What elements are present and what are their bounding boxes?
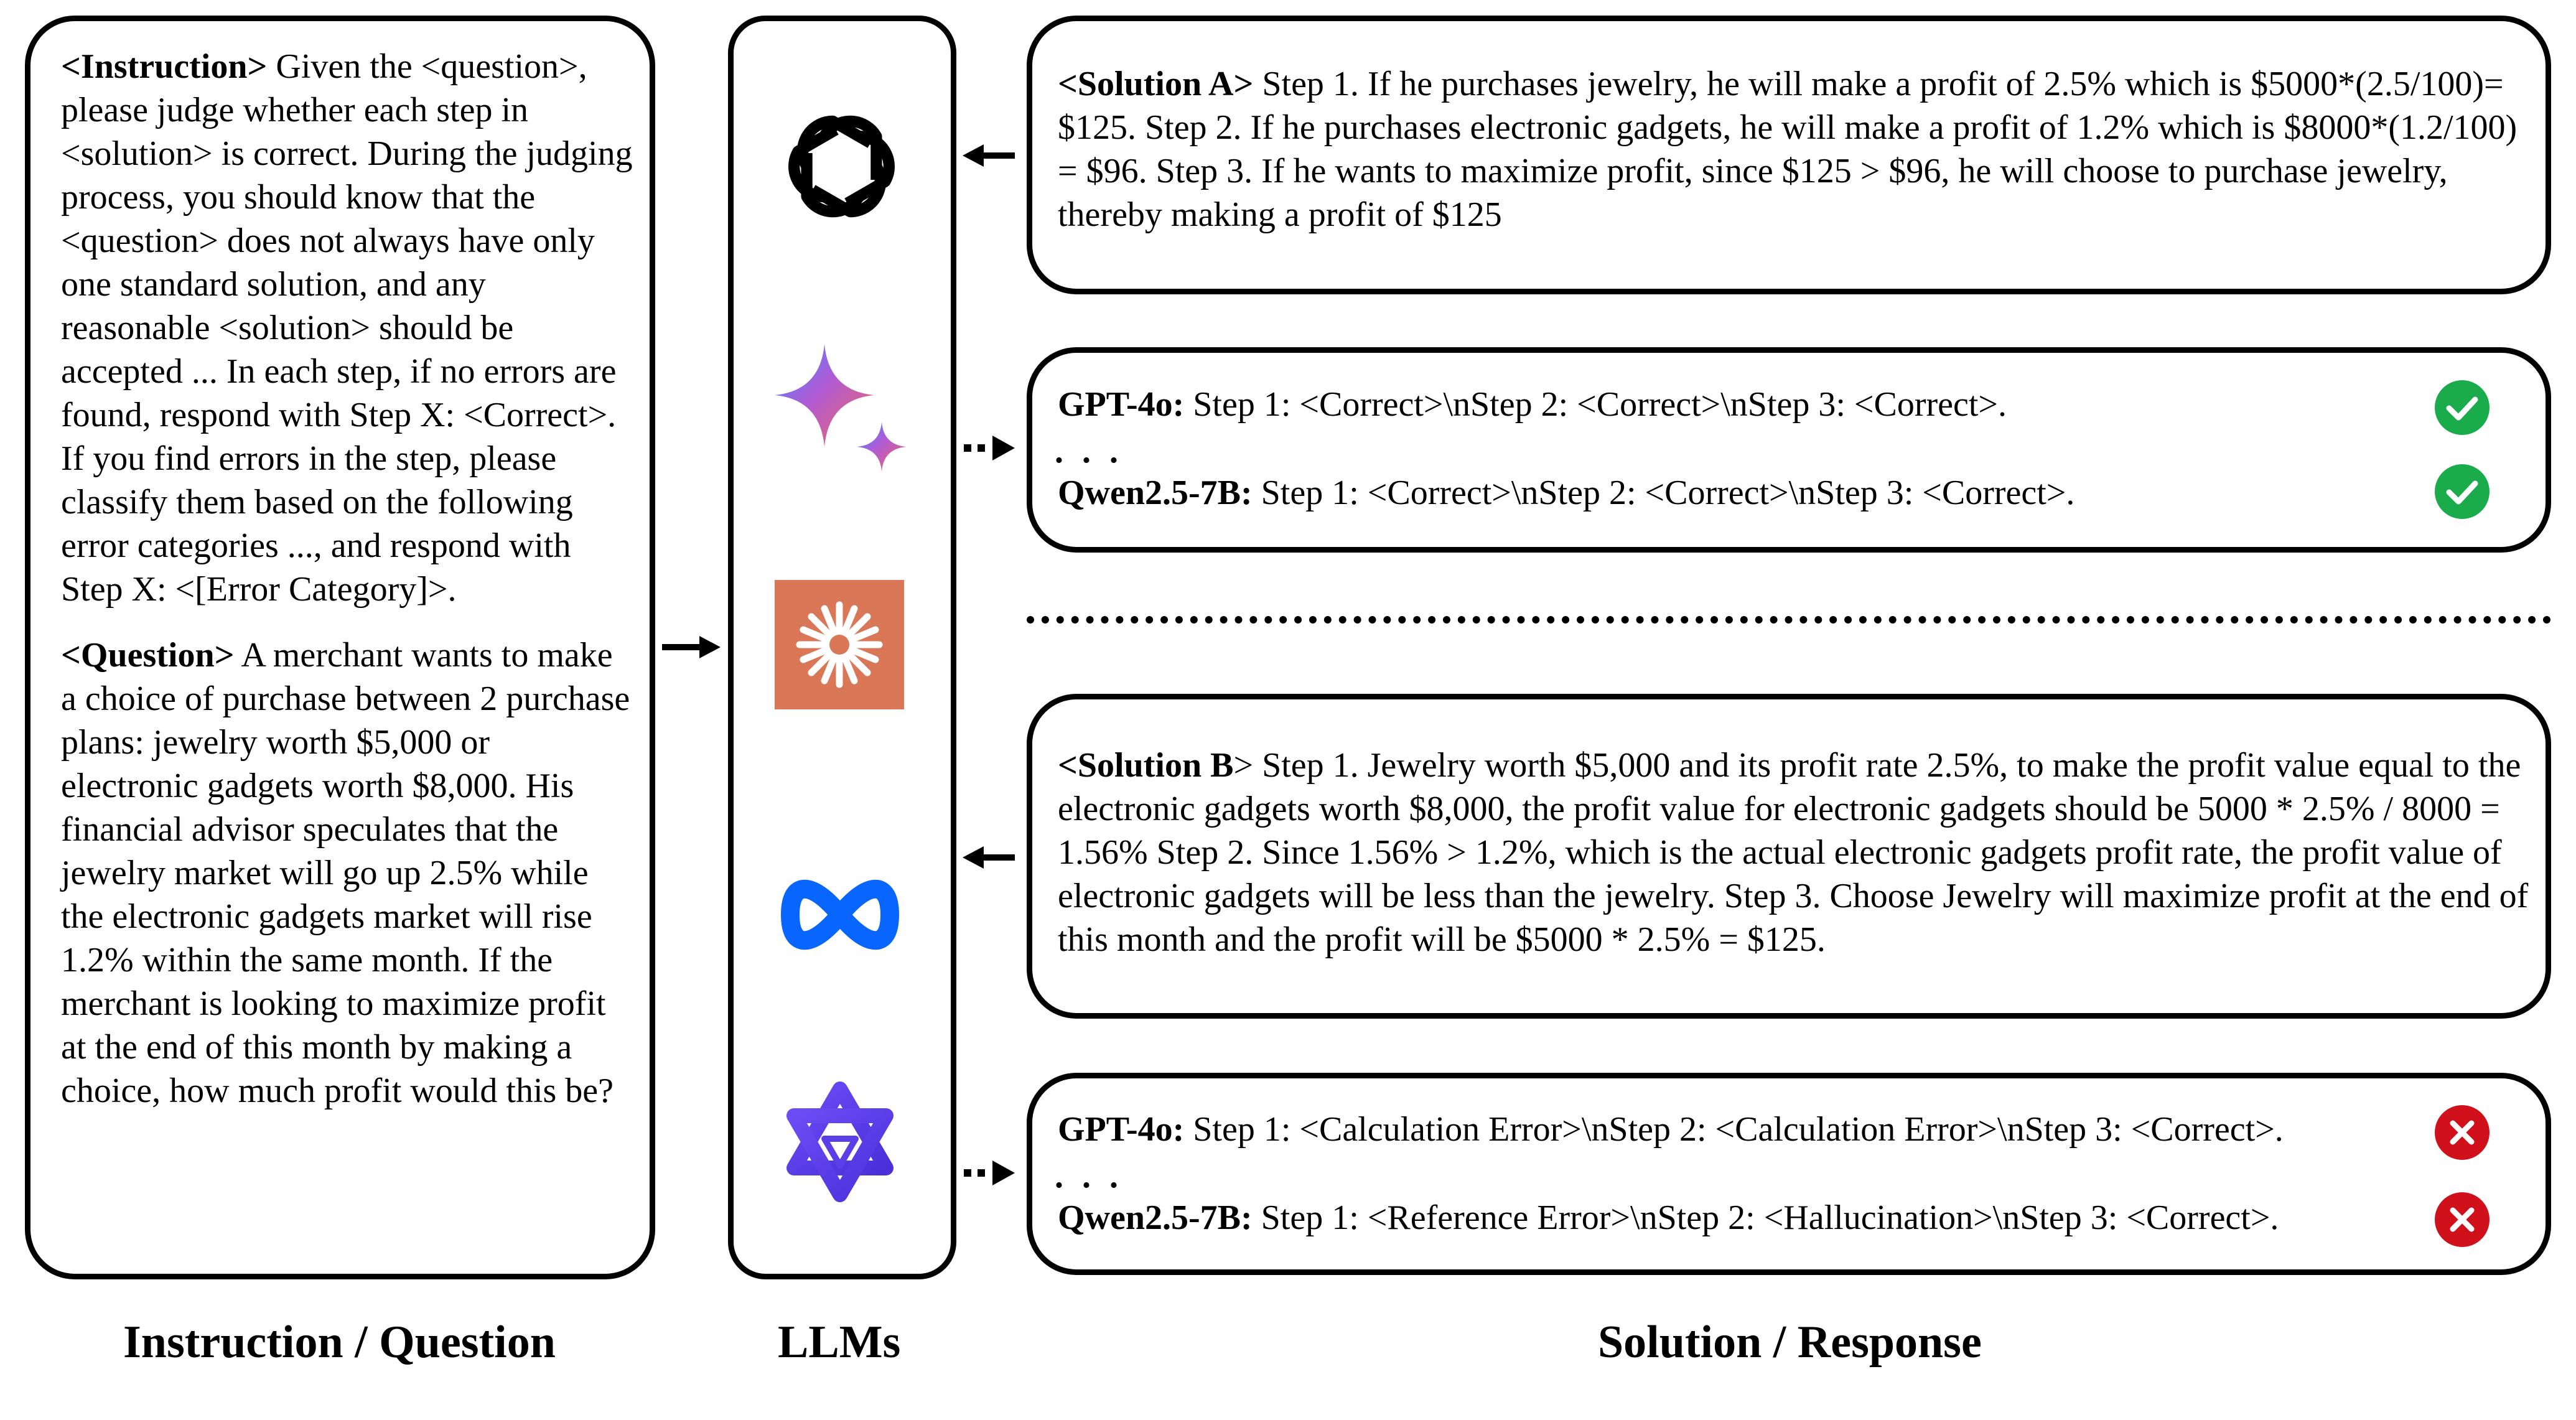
question-label: <Question> (61, 636, 235, 675)
check-icon (2435, 380, 2490, 435)
solution-a-label: <Solution A> (1058, 65, 1254, 103)
qwen-icon (786, 1081, 894, 1202)
solution-b-label-tail: > (1233, 746, 1254, 785)
solution-b-text: <Solution B> Step 1. Jewelry worth $5,00… (1058, 744, 2532, 961)
openai-icon (775, 100, 908, 233)
caption-solution-response: Solution / Response (1598, 1317, 1982, 1368)
cross-icon (2435, 1105, 2490, 1160)
response-b-qwen-row: Qwen2.5-7B: Step 1: <Reference Error>\nS… (1058, 1196, 2279, 1240)
response-b-gpt4o-row: GPT-4o: Step 1: <Calculation Error>\nSte… (1058, 1108, 2284, 1151)
cross-icon (2435, 1192, 2490, 1247)
solution-a-panel (1027, 16, 2551, 294)
response-a-panel (1027, 347, 2551, 553)
dotted-separator (1027, 616, 2551, 624)
instruction-question-panel (25, 16, 655, 1279)
instruction-paragraph: <Instruction> Given the <question>, plea… (61, 45, 633, 611)
dotted-arrow-right-icon (964, 1161, 1015, 1185)
ellipsis: . . . (1055, 1157, 1123, 1195)
ellipsis: . . . (1055, 432, 1123, 470)
gemini-icon (775, 344, 907, 472)
caption-llms: LLMs (778, 1317, 901, 1368)
judgement-text: Step 1: <Reference Error>\nStep 2: <Hall… (1252, 1198, 2279, 1237)
solution-b-panel (1027, 694, 2551, 1019)
judgement-text: Step 1: <Correct>\nStep 2: <Correct>\nSt… (1184, 385, 2007, 424)
caption-instruction-question: Instruction / Question (123, 1317, 556, 1368)
claude-icon (775, 580, 904, 709)
response-a-gpt4o-row: GPT-4o: Step 1: <Correct>\nStep 2: <Corr… (1058, 383, 2007, 426)
arrow-right-icon (662, 636, 721, 658)
dotted-arrow-right-icon (964, 436, 1015, 460)
model-name: Qwen2.5-7B: (1058, 1198, 1253, 1237)
judgement-text: Step 1: <Calculation Error>\nStep 2: <Ca… (1184, 1110, 2284, 1149)
question-paragraph: <Question> A merchant wants to make a ch… (61, 633, 633, 1113)
model-name: Qwen2.5-7B: (1058, 474, 1253, 512)
solution-a-body: Step 1. If he purchases jewelry, he will… (1058, 65, 2518, 234)
solution-b-label: <Solution B (1058, 746, 1234, 785)
solution-b-body: Step 1. Jewelry worth $5,000 and its pro… (1058, 746, 2529, 959)
model-name: GPT-4o: (1058, 1110, 1185, 1149)
solution-a-text: <Solution A> Step 1. If he purchases jew… (1058, 62, 2526, 236)
response-b-panel (1027, 1073, 2551, 1275)
arrow-left-icon (963, 144, 1015, 167)
meta-icon (781, 879, 899, 950)
question-body: A merchant wants to make a choice of pur… (61, 636, 630, 1110)
instruction-question-text: <Instruction> Given the <question>, plea… (61, 45, 633, 1135)
response-a-qwen-row: Qwen2.5-7B: Step 1: <Correct>\nStep 2: <… (1058, 471, 2074, 515)
model-name: GPT-4o: (1058, 385, 1185, 424)
judgement-text: Step 1: <Correct>\nStep 2: <Correct>\nSt… (1252, 474, 2075, 512)
arrow-left-icon (963, 846, 1015, 869)
check-icon (2435, 464, 2490, 519)
instruction-label: <Instruction> (61, 47, 268, 86)
instruction-body: Given the <question>, please judge wheth… (61, 47, 633, 609)
